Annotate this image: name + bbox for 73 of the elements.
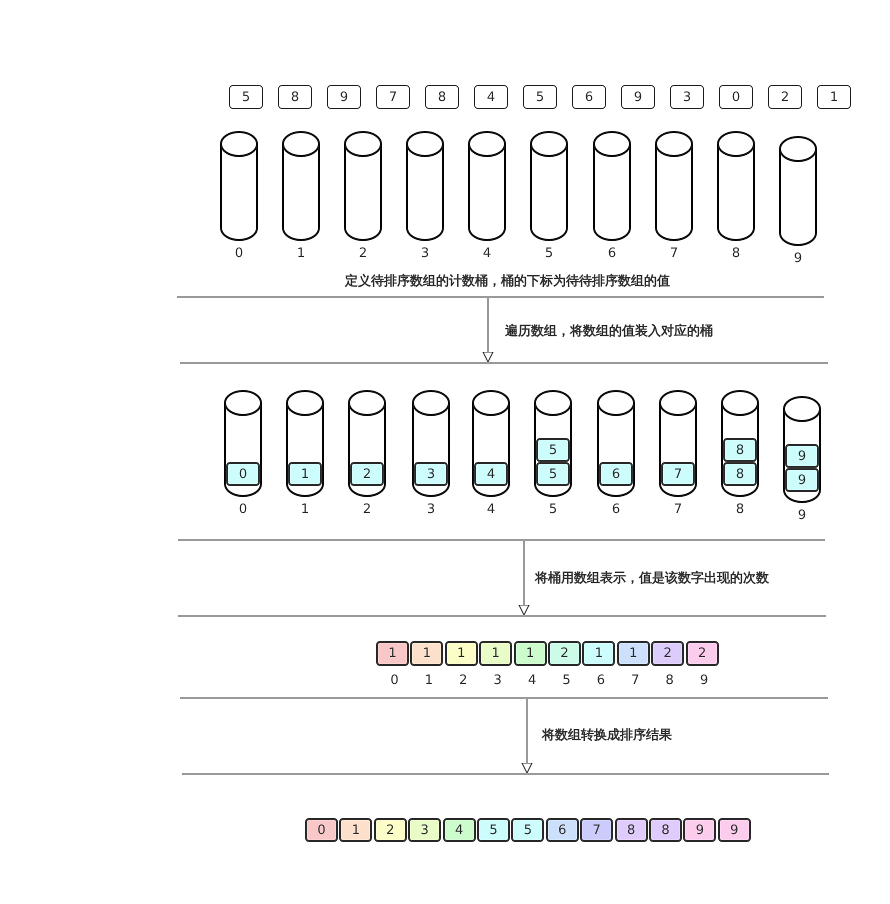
index-label: 5 xyxy=(561,673,572,688)
index-label: 6 xyxy=(596,673,606,688)
sorted-cell: 3 xyxy=(408,818,442,842)
value-box: 9 xyxy=(785,444,819,468)
step-caption: 遍历数组，将数组的值装入对应的桶 xyxy=(505,322,713,340)
sorted-cell: 0 xyxy=(305,818,338,842)
sorted-cell: 2 xyxy=(374,818,407,842)
value-box: 7 xyxy=(661,462,695,486)
value-box: 8 xyxy=(723,438,757,462)
sorted-cell: 7 xyxy=(580,818,614,842)
value-box: 2 xyxy=(350,462,384,486)
value-box: 1 xyxy=(288,462,322,486)
step-caption: 定义待排序数组的计数桶，桶的下标为待待排序数组的值 xyxy=(345,272,670,290)
index-label: 1 xyxy=(296,246,306,261)
step-caption: 将桶用数组表示，值是该数字出现的次数 xyxy=(535,570,769,587)
index-label: 0 xyxy=(238,502,248,517)
value-box: 9 xyxy=(621,85,655,109)
sorted-cell: 9 xyxy=(718,818,751,842)
index-label: 2 xyxy=(362,502,372,517)
value-box: 6 xyxy=(599,462,633,486)
value-box: 6 xyxy=(572,85,606,109)
index-label: 4 xyxy=(482,246,492,261)
value-box: 8 xyxy=(723,462,757,486)
index-label: 5 xyxy=(544,246,554,261)
index-label: 3 xyxy=(420,246,430,261)
sorted-cell: 8 xyxy=(614,818,648,842)
sorted-cell: 1 xyxy=(339,818,372,842)
value-box: 3 xyxy=(670,85,704,109)
index-label: 0 xyxy=(389,673,400,688)
index-label: 3 xyxy=(492,673,503,688)
value-box: 9 xyxy=(327,85,361,109)
index-label: 9 xyxy=(796,508,808,523)
index-label: 8 xyxy=(734,502,746,517)
value-box: 5 xyxy=(536,462,570,486)
value-box: 8 xyxy=(278,85,312,109)
index-label: 7 xyxy=(668,246,680,261)
value-box: 3 xyxy=(414,462,448,486)
value-box: 9 xyxy=(785,468,819,492)
value-box: 5 xyxy=(523,85,557,109)
step-caption: 将数组转换成排序结果 xyxy=(542,726,672,744)
index-label: 1 xyxy=(300,502,310,517)
value-box: 5 xyxy=(536,438,570,462)
index-label: 5 xyxy=(548,502,558,517)
index-label: 6 xyxy=(606,246,618,261)
index-label: 1 xyxy=(424,673,434,688)
index-label: 9 xyxy=(792,251,804,266)
value-box: 1 xyxy=(817,85,851,109)
value-box: 4 xyxy=(474,462,508,486)
value-box: 7 xyxy=(376,85,410,109)
index-label: 7 xyxy=(630,673,640,688)
index-label: 0 xyxy=(234,246,244,261)
sorted-cell: 5 xyxy=(511,818,544,842)
index-label: 2 xyxy=(458,673,468,688)
sorted-cell: 9 xyxy=(683,818,716,842)
index-label: 6 xyxy=(610,502,622,517)
index-label: 4 xyxy=(486,502,496,517)
sorted-cell: 5 xyxy=(477,818,510,842)
index-label: 2 xyxy=(358,246,368,261)
index-label: 7 xyxy=(672,502,684,517)
index-label: 8 xyxy=(664,673,675,688)
value-box: 2 xyxy=(768,85,802,109)
index-label: 4 xyxy=(526,673,538,688)
index-label: 3 xyxy=(426,502,436,517)
sorted-cell: 6 xyxy=(546,818,579,842)
index-label: 8 xyxy=(730,246,742,261)
value-box: 0 xyxy=(719,85,753,109)
value-box: 4 xyxy=(474,85,508,109)
sorted-cell: 8 xyxy=(649,818,682,842)
index-label: 9 xyxy=(698,673,710,688)
value-box: 8 xyxy=(425,85,459,109)
value-box: 0 xyxy=(226,462,260,486)
sorted-cell: 4 xyxy=(442,818,476,842)
value-box: 5 xyxy=(229,85,263,109)
